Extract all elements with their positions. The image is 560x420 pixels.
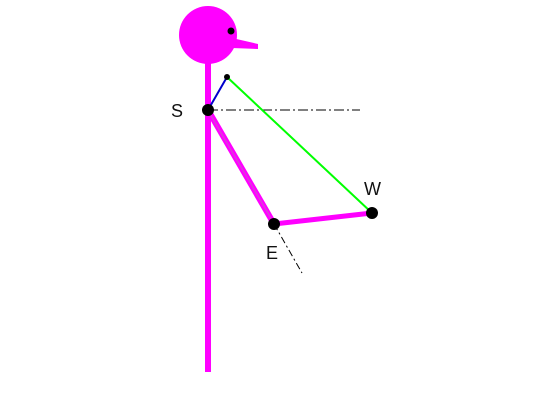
upper-arm-shade bbox=[209, 113, 273, 221]
wrist-joint bbox=[366, 207, 378, 219]
elbow-label: E bbox=[266, 243, 278, 263]
shoulder-segment bbox=[207, 76, 228, 111]
head bbox=[179, 6, 237, 64]
wrist-label: W bbox=[364, 179, 381, 199]
shoulder-label: S bbox=[171, 101, 183, 121]
eye bbox=[227, 27, 235, 35]
shoulder-joint bbox=[202, 104, 214, 116]
beak bbox=[232, 38, 258, 49]
reach-line bbox=[226, 76, 373, 214]
segment-end-point bbox=[224, 74, 230, 80]
elbow-joint bbox=[268, 218, 280, 230]
forearm bbox=[273, 210, 373, 227]
elbow-extension-line bbox=[273, 223, 303, 274]
